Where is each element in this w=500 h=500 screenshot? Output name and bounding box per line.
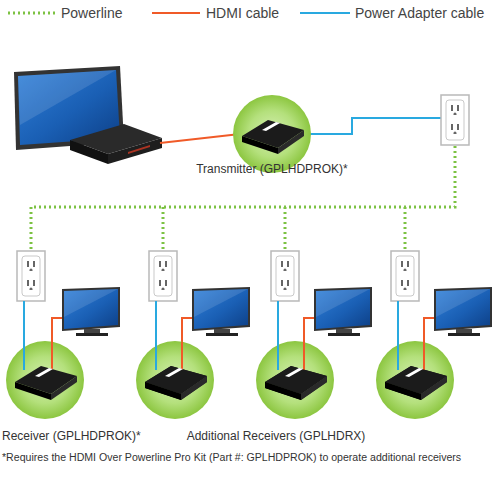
device-node: Transmitter (GPLHDPROK)* — [192, 93, 352, 179]
legend-sample — [300, 12, 350, 14]
legend-sample — [152, 12, 200, 14]
hdmi-cable — [160, 134, 240, 143]
device-node: Receiver (GPLHDPROK)* — [2, 339, 145, 446]
receiver-row — [17, 251, 492, 419]
device-label: Transmitter (GPLHDPROK)* — [196, 163, 348, 177]
footnote: *Requires the HDMI Over Powerline Pro Ki… — [2, 451, 498, 463]
legend-text: Power Adapter cable — [355, 5, 484, 21]
legend-sample — [8, 12, 55, 15]
legend-text: HDMI cable — [206, 5, 279, 21]
player — [70, 124, 162, 164]
node-circle — [4, 339, 86, 421]
powerline — [31, 146, 455, 252]
group-label: Additional Receivers (GPLHDRX) — [187, 430, 366, 444]
power-cable — [300, 118, 441, 134]
legend-text: Powerline — [61, 5, 122, 21]
device-label: Receiver (GPLHDPROK)* — [2, 430, 141, 444]
outlet — [441, 95, 469, 145]
